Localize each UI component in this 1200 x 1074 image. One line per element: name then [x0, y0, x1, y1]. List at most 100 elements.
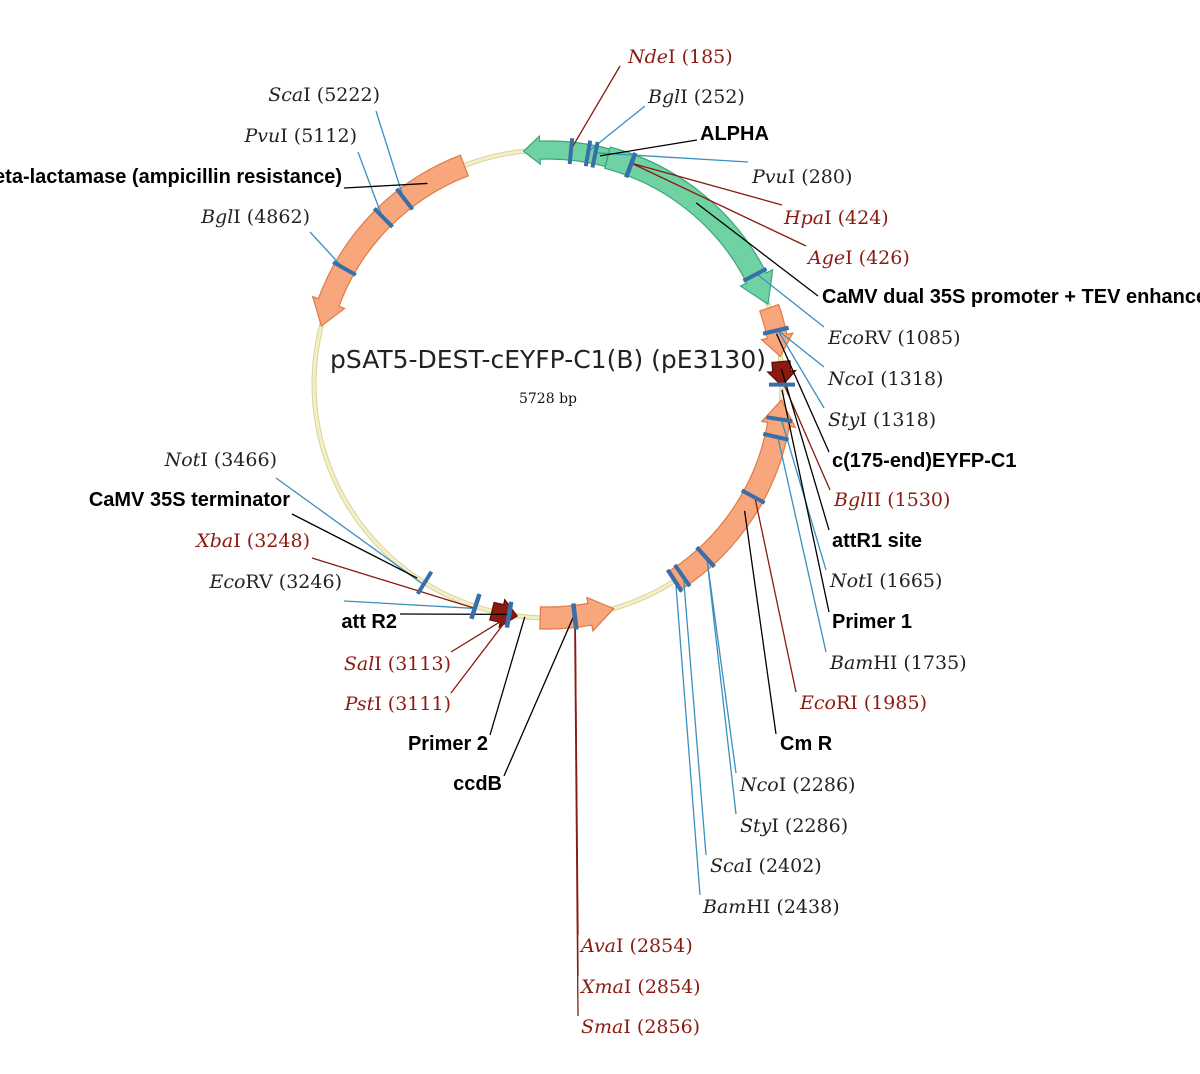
- site-enzyme-suffix: I (3466): [200, 449, 277, 471]
- plasmid-title: pSAT5-DEST-cEYFP-C1(B) (pE3130): [330, 345, 766, 374]
- site-tick-26: [395, 187, 415, 211]
- eyfp-label: c(175-end)EYFP-C1: [832, 450, 1017, 472]
- site-tick-23: [416, 570, 434, 595]
- site-label-13: StyI (2286): [740, 815, 848, 837]
- site-label-16: AvaI (2854): [579, 935, 693, 957]
- site-label-0: NdeI (185): [627, 46, 733, 68]
- site-tick-25: [372, 207, 394, 229]
- site-enzyme-prefix: Xba: [194, 530, 233, 552]
- site-enzyme-prefix: Pst: [344, 693, 375, 715]
- site-label-5: EcoRV (1085): [827, 327, 961, 349]
- site-tick-14: [673, 563, 692, 588]
- site-label-15: BamHI (2438): [702, 896, 840, 918]
- site-enzyme-prefix: Age: [806, 247, 845, 269]
- site-tick-0: [567, 137, 575, 165]
- camv-promoter-label: CaMV dual 35S promoter + TEV enhancer: [822, 286, 1200, 308]
- leader-lines: [275, 65, 831, 1017]
- site-enzyme-prefix: Xma: [579, 976, 624, 998]
- site-enzyme-prefix: Not: [829, 570, 866, 592]
- site-enzyme-suffix: I (3111): [374, 693, 451, 715]
- site-leader-3: [631, 162, 783, 206]
- site-label-8: BglII (1530): [833, 489, 950, 511]
- cmr-arrow: [669, 398, 797, 590]
- site-enzyme-prefix: Bgl: [200, 206, 233, 228]
- labels: NdeI (185)BglI (252)PvuI (280)HpaI (424)…: [0, 46, 1200, 1038]
- cmr-label: Cm R: [780, 733, 833, 755]
- site-enzyme-suffix: HI (2438): [746, 896, 839, 918]
- site-enzyme-prefix: Sca: [710, 855, 745, 877]
- site-enzyme-prefix: Eco: [208, 571, 245, 593]
- site-leader-19: [450, 616, 510, 694]
- site-leader-2: [595, 152, 749, 163]
- site-enzyme-prefix: Sty: [828, 409, 860, 431]
- alpha-leader: [599, 139, 698, 157]
- site-enzyme-prefix: Bgl: [833, 489, 866, 511]
- camv-terminator-leader: [291, 513, 418, 579]
- site-enzyme-prefix: Bgl: [647, 86, 680, 108]
- camv-promoter-leader: [695, 202, 819, 297]
- alpha-label: ALPHA: [700, 123, 769, 145]
- site-label-4: AgeI (426): [806, 247, 910, 269]
- site-tick-22: [469, 593, 482, 620]
- site-enzyme-prefix: Eco: [799, 692, 836, 714]
- site-enzyme-suffix: I (424): [824, 207, 889, 229]
- site-tick-9: [766, 415, 793, 424]
- site-enzyme-suffix: I (4862): [233, 206, 310, 228]
- site-label-6: NcoI (1318): [827, 368, 943, 390]
- site-tick-4: [624, 152, 638, 179]
- site-leader-4: [631, 162, 807, 247]
- site-enzyme-prefix: Nco: [739, 774, 779, 796]
- primer2-label: Primer 2: [408, 733, 488, 755]
- site-tick-1: [583, 140, 593, 167]
- site-enzyme-prefix: Pvu: [244, 125, 281, 147]
- site-enzyme-prefix: Sty: [740, 815, 772, 837]
- site-enzyme-prefix: Not: [164, 449, 201, 471]
- site-tick-5: [742, 267, 768, 283]
- site-leader-11: [754, 497, 797, 693]
- site-enzyme-suffix: II (1530): [866, 489, 950, 511]
- primer1-label: Primer 1: [832, 611, 912, 633]
- bla-leader: [343, 182, 428, 189]
- site-enzyme-suffix: I (1665): [866, 570, 943, 592]
- site-enzyme-suffix: I (426): [845, 247, 910, 269]
- site-label-26: ScaI (5222): [268, 84, 380, 106]
- site-enzyme-suffix: I (185): [668, 46, 733, 68]
- site-enzyme-suffix: I (2402): [745, 855, 822, 877]
- eyfp-leader: [775, 333, 830, 453]
- site-enzyme-suffix: I (1318): [859, 409, 936, 431]
- site-label-2: PvuI (280): [751, 166, 852, 188]
- site-enzyme-suffix: I (3248): [233, 530, 310, 552]
- site-enzyme-suffix: I (2286): [779, 774, 856, 796]
- site-enzyme-suffix: RV (1085): [864, 327, 961, 349]
- site-enzyme-suffix: I (252): [680, 86, 745, 108]
- site-label-12: NcoI (2286): [739, 774, 855, 796]
- site-leader-7: [777, 329, 825, 409]
- site-leader-23: [275, 477, 424, 586]
- primer2-leader: [489, 616, 526, 736]
- attr2-label: att R2: [341, 611, 397, 633]
- site-leader-13: [706, 558, 737, 815]
- site-enzyme-suffix: RV (3246): [245, 571, 342, 593]
- site-enzyme-suffix: I (5112): [280, 125, 357, 147]
- site-enzyme-suffix: I (1318): [867, 368, 944, 390]
- site-label-9: NotI (1665): [829, 570, 942, 592]
- site-enzyme-prefix: Nco: [827, 368, 867, 390]
- site-label-21: EcoRV (3246): [208, 571, 342, 593]
- attr1-label: attR1 site: [832, 530, 922, 552]
- site-tick-15: [665, 568, 684, 593]
- site-enzyme-suffix: I (2854): [616, 935, 693, 957]
- site-label-14: ScaI (2402): [710, 855, 822, 877]
- bla-arrow: [311, 154, 470, 327]
- plasmid-size: 5728 bp: [519, 391, 577, 407]
- site-enzyme-prefix: Ava: [579, 935, 616, 957]
- site-enzyme-suffix: I (2286): [771, 815, 848, 837]
- site-leader-5: [756, 273, 825, 328]
- ccdb-label: ccdB: [453, 773, 502, 795]
- primer1-leader: [781, 389, 830, 613]
- site-label-22: XbaI (3248): [194, 530, 310, 552]
- site-leader-20: [450, 616, 509, 653]
- site-enzyme-prefix: Hpa: [783, 207, 824, 229]
- site-tick-2: [590, 141, 600, 168]
- site-leader-25: [357, 151, 383, 217]
- site-tick-13: [695, 546, 716, 568]
